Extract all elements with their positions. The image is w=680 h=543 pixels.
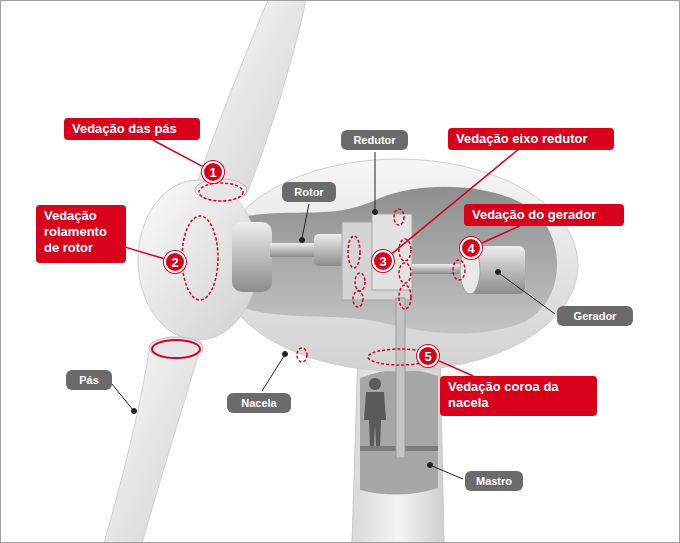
rotor-shaft: [270, 243, 318, 257]
blade-ring-bottom: [149, 337, 203, 359]
part-name: Gerador: [574, 310, 617, 322]
part-name: Rotor: [294, 186, 323, 198]
seal-marker: [297, 348, 307, 362]
part-name: Mastro: [476, 475, 512, 487]
leader-line: [375, 152, 376, 210]
callout-box: Vedação rolamento de rotor: [36, 205, 126, 263]
callout-connector: [482, 226, 520, 243]
seal-marker: [399, 263, 411, 283]
leader-line: [432, 466, 463, 479]
callout-connector: [439, 361, 473, 376]
gearbox-front: [372, 214, 412, 290]
leader-line: [302, 204, 309, 238]
leader-line: [112, 384, 133, 410]
callout-text: Vedação do gerador: [472, 207, 596, 222]
callout-box: Vedação das pás: [64, 118, 200, 140]
seal-marker: [399, 285, 411, 309]
callout-connector: [153, 140, 203, 166]
part-name: Pás: [79, 374, 99, 386]
callout-number-text: 5: [424, 349, 431, 364]
callout-number-text: 2: [171, 255, 178, 270]
yaw-shaft: [396, 298, 405, 458]
callout-text: Vedação coroa da nacela: [448, 379, 559, 410]
callout-box: Vedação coroa da nacela: [440, 376, 597, 416]
callout-number-text: 1: [209, 165, 216, 180]
callout-number: 3: [372, 250, 394, 272]
callout-box: Vedação eixo redutor: [448, 128, 614, 150]
seal-marker: [453, 260, 465, 280]
leader-dot: [496, 270, 501, 275]
callout-number: 5: [417, 345, 439, 367]
connector-line: [482, 226, 520, 243]
leader-line: [500, 274, 555, 314]
shaft-coupling: [314, 234, 346, 266]
seal-marker: [353, 291, 363, 307]
leader-line: [262, 356, 284, 391]
callout-box: Vedação do gerador: [464, 204, 624, 226]
callout-number: 2: [164, 251, 186, 273]
part-label: Redutor: [341, 130, 408, 150]
leader-dot: [283, 352, 288, 357]
blade-top: [196, 0, 306, 196]
person-body: [364, 392, 386, 446]
seal-marker-solid: [152, 340, 200, 358]
seal-marker: [199, 183, 243, 201]
callout-number-text: 4: [467, 241, 474, 256]
seal-marker: [355, 273, 365, 291]
rotor-bearing: [232, 222, 272, 292]
leader-dot: [373, 210, 378, 215]
callout-number: 4: [460, 237, 482, 259]
callout-connector: [126, 247, 163, 258]
leader-dot: [300, 238, 305, 243]
callout-number-text: 3: [379, 254, 386, 269]
connector-line: [126, 247, 163, 258]
callout-text: Vedação rolamento de rotor: [44, 208, 107, 255]
seal-marker: [182, 216, 218, 300]
connector-line: [392, 150, 517, 253]
callout-text: Vedação das pás: [72, 121, 177, 136]
part-label: Mastro: [465, 471, 523, 491]
seal-marker: [394, 209, 404, 225]
part-name: Redutor: [353, 134, 395, 146]
seal-marker: [348, 236, 360, 268]
leader-dot: [132, 409, 137, 414]
connector-line: [153, 140, 203, 166]
part-label: Pás: [66, 370, 112, 390]
part-name: Nacela: [241, 397, 276, 409]
blade-ring-top: [195, 179, 247, 201]
callout-text: Vedação eixo redutor: [456, 131, 588, 146]
person-head: [369, 378, 381, 390]
leader-dot: [428, 463, 433, 468]
callout-number: 1: [202, 161, 224, 183]
part-label: Rotor: [282, 182, 336, 202]
connector-line: [439, 361, 473, 376]
blade-bottom: [104, 342, 202, 543]
part-label: Nacela: [227, 393, 291, 413]
part-label: Gerador: [557, 306, 633, 326]
callout-connector: [392, 150, 517, 253]
